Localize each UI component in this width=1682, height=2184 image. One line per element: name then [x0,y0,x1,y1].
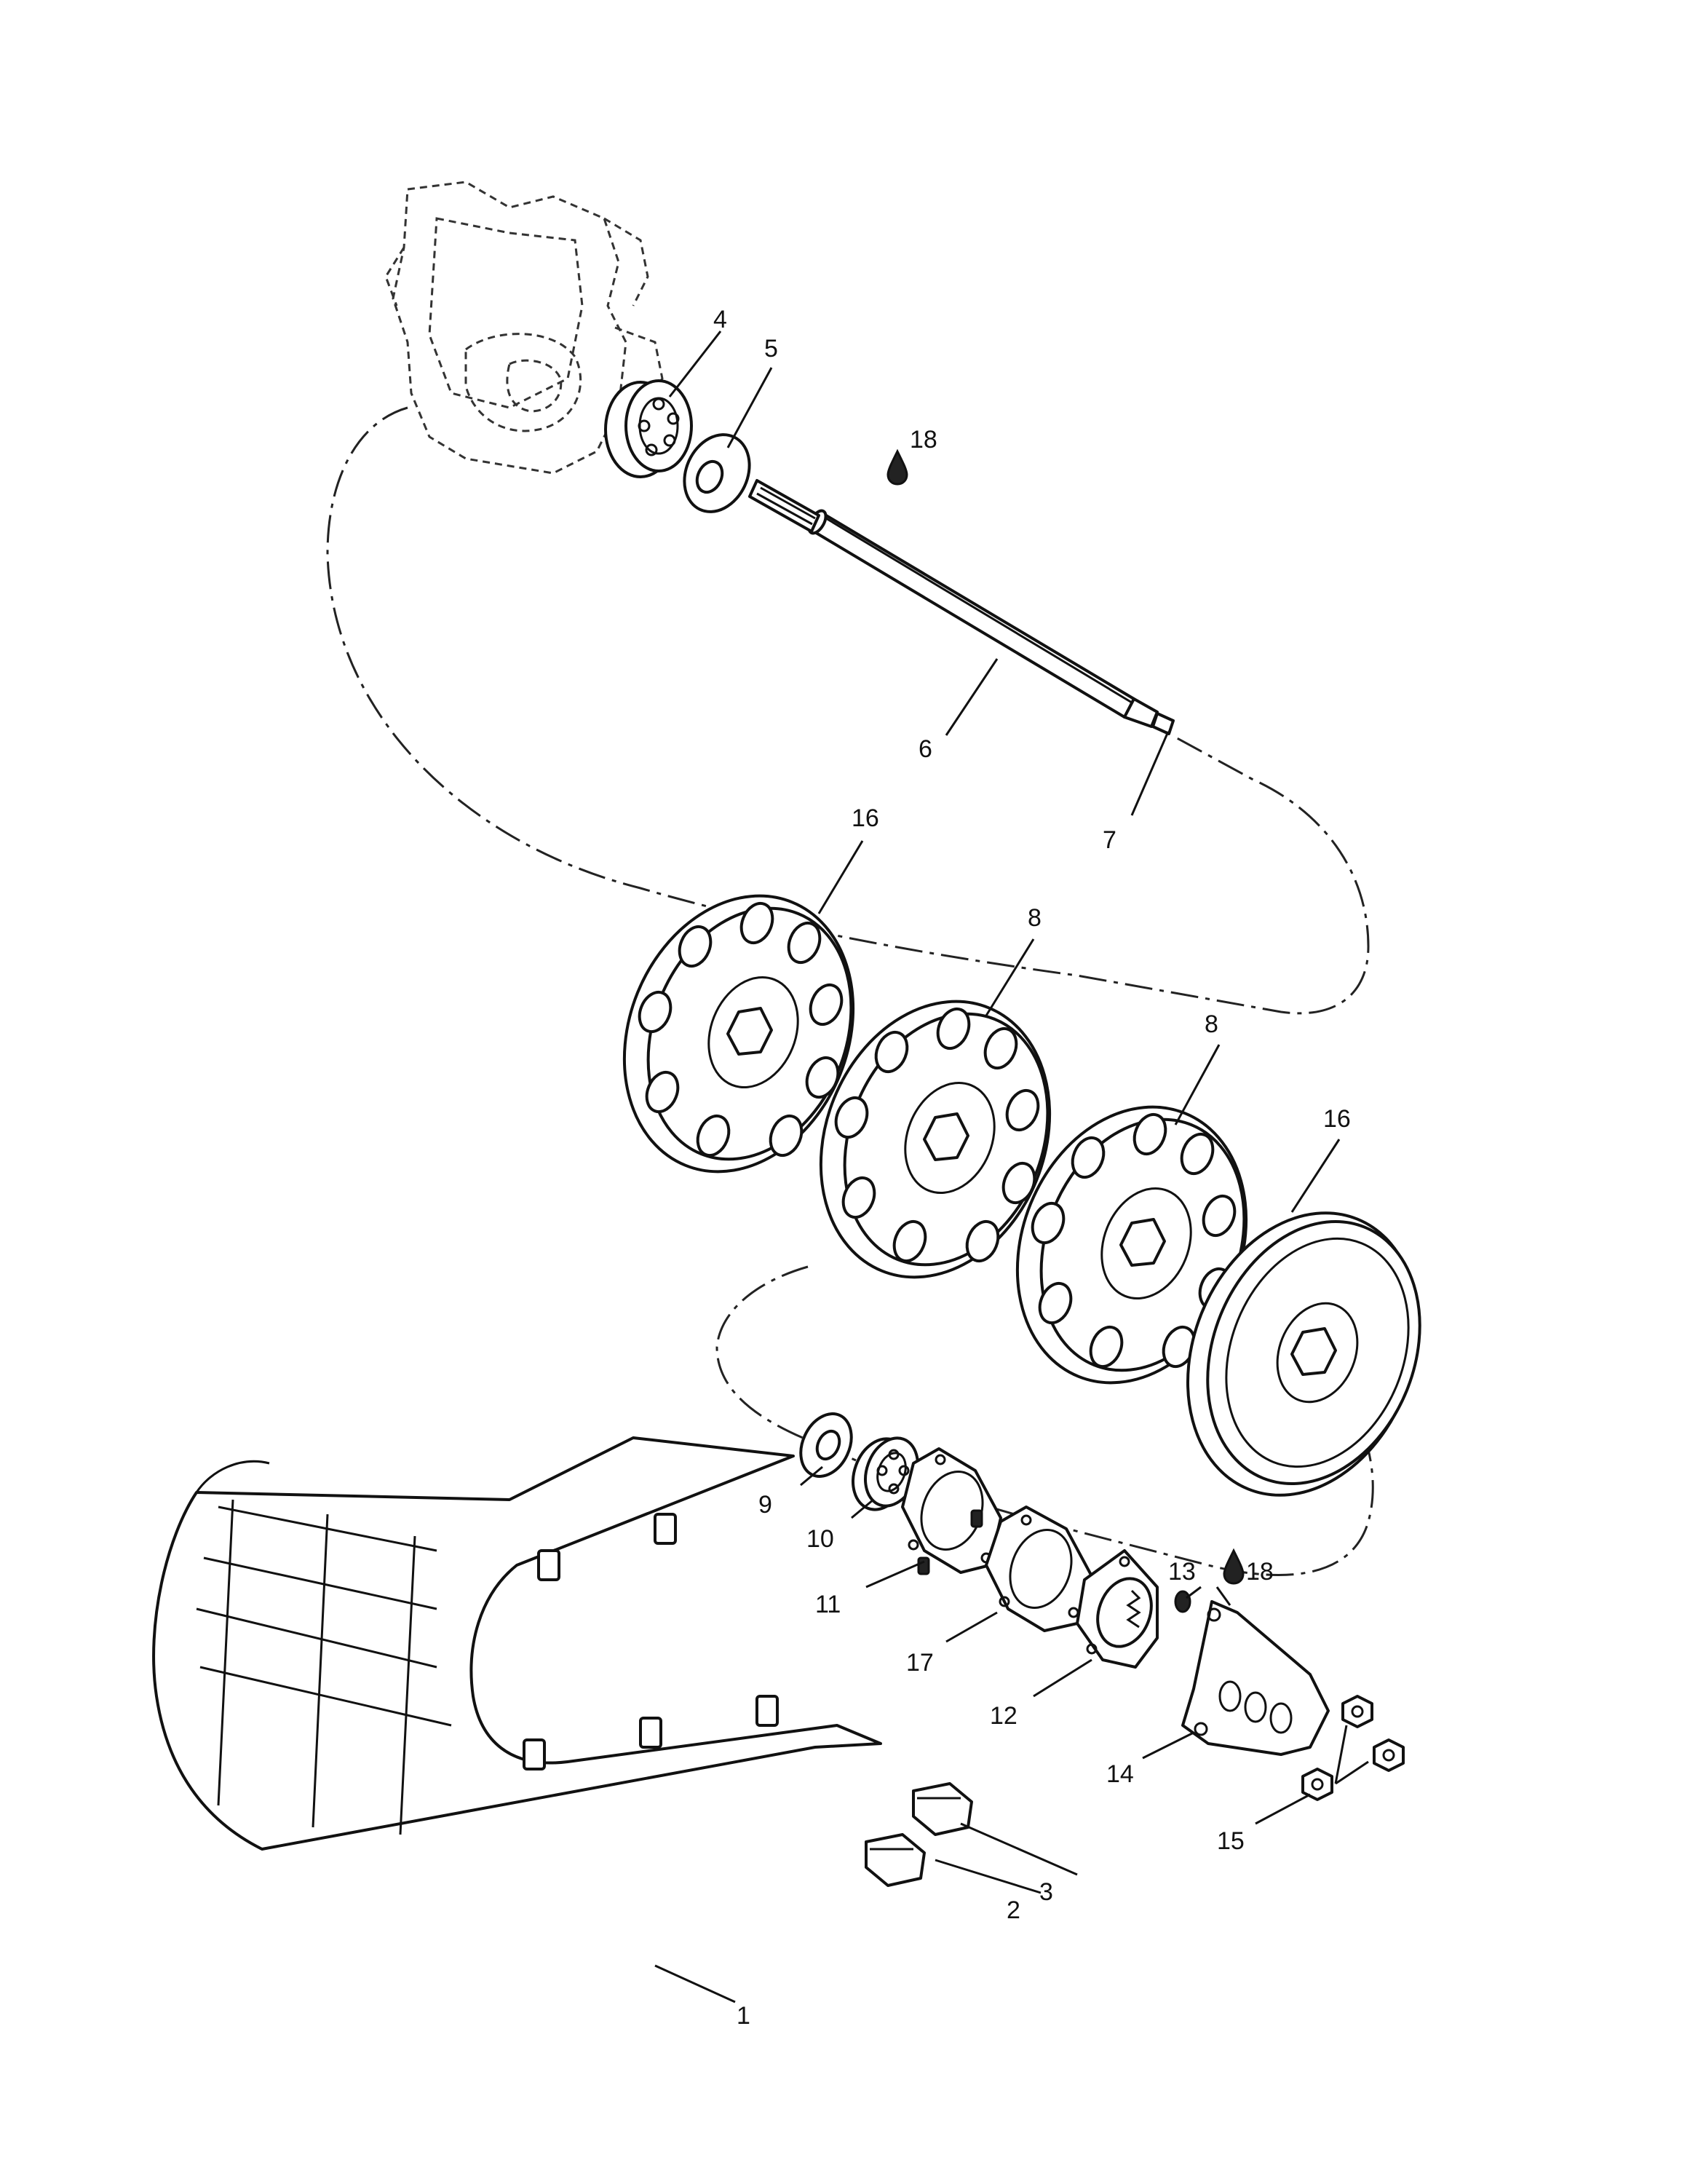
callout-4: 4 [713,306,727,333]
sprocket-part-16-left [622,894,855,1174]
callout-9: 9 [758,1491,772,1519]
drive-wheel-part-16-right [1186,1211,1421,1497]
bearing-part-4 [604,379,693,478]
callout-5: 5 [764,335,778,363]
end-key-part-7 [1151,712,1175,735]
callout-13: 13 [1168,1558,1196,1586]
callout-16-left: 16 [852,804,879,832]
oil-drop-icon [886,448,908,486]
callout-18-upper: 18 [910,426,937,454]
callout-8-right: 8 [1205,1010,1218,1038]
oil-drop-icon [1223,1548,1245,1585]
track-part-1 [152,1436,882,1851]
leader-lines [654,331,1341,2003]
callout-labels: 4 5 18 6 7 16 8 8 16 9 10 11 17 12 13 18… [713,306,1351,2030]
bearing-part-10 [852,1436,919,1511]
gasket-part-17 [985,1506,1093,1632]
retainer-part-9 [799,1412,853,1478]
callout-18-lower: 18 [1246,1558,1274,1586]
callout-8-left: 8 [1028,904,1042,932]
clip-part-3 [912,1782,973,1836]
callout-15: 15 [1217,1827,1245,1855]
callout-3: 3 [1039,1878,1053,1906]
drive-axle-part-6 [748,479,1159,728]
callout-11: 11 [815,1591,841,1618]
fitting-part-13 [1174,1590,1191,1613]
clip-part-2 [865,1833,926,1887]
callout-17: 17 [906,1649,934,1677]
callout-10: 10 [806,1525,834,1553]
chaincase-housing [384,181,664,475]
callout-1: 1 [737,2002,750,2030]
callout-7: 7 [1103,826,1116,854]
sprocket-part-8-b [1015,1105,1248,1385]
callout-6: 6 [919,735,932,763]
bracket-part-14 [1181,1600,1330,1756]
callout-2: 2 [1007,1896,1020,1924]
washer-part-5 [683,433,751,513]
sprocket-part-8-a [819,1000,1052,1279]
callout-12: 12 [990,1702,1017,1730]
callout-16-right: 16 [1323,1105,1351,1133]
plate-part-11 [901,1447,1002,1575]
callout-14: 14 [1106,1760,1134,1788]
track-loop-upper [326,406,1370,1015]
cover-part-12 [1076,1549,1159,1669]
nuts-part-15 [1301,1695,1405,1801]
